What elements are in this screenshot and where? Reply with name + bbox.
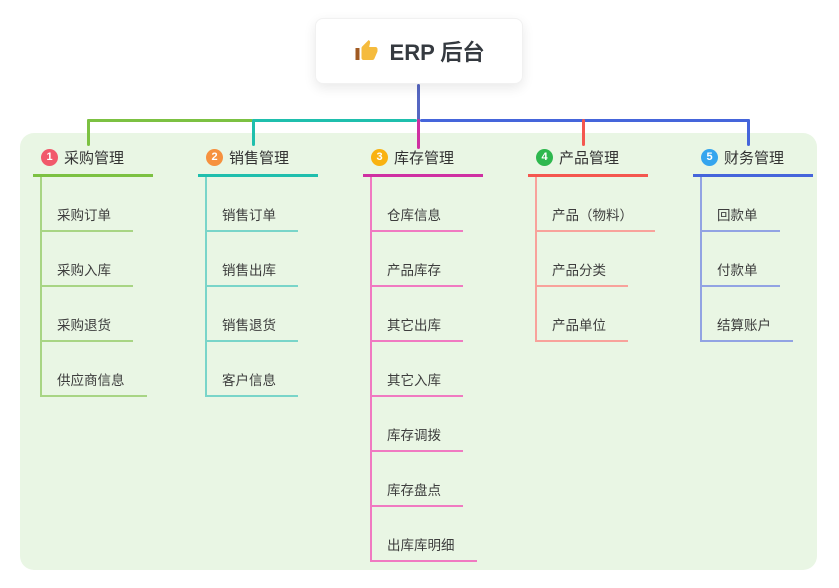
branch-children: 回款单付款单结算账户 bbox=[700, 177, 839, 342]
child-node[interactable]: 供应商信息 bbox=[42, 369, 147, 397]
child-row: 回款单 bbox=[702, 177, 839, 232]
connector-line bbox=[252, 119, 417, 122]
child-row: 采购退货 bbox=[42, 287, 193, 342]
branch-header-5[interactable]: 5 财务管理 bbox=[693, 147, 813, 177]
child-node[interactable]: 付款单 bbox=[702, 259, 780, 287]
child-row: 采购订单 bbox=[42, 177, 193, 232]
branch-number-badge: 1 bbox=[41, 149, 58, 166]
branch-number-badge: 5 bbox=[701, 149, 718, 166]
connector-line bbox=[582, 119, 585, 146]
child-row: 产品单位 bbox=[537, 287, 688, 342]
child-node[interactable]: 采购入库 bbox=[42, 259, 133, 287]
child-row: 其它出库 bbox=[372, 287, 523, 342]
branch-label: 销售管理 bbox=[229, 150, 290, 167]
child-node[interactable]: 产品单位 bbox=[537, 314, 628, 342]
child-node[interactable]: 出库库明细 bbox=[372, 534, 477, 562]
branch-4: 4 产品管理产品（物料） 产品分类产品单位 bbox=[528, 147, 688, 342]
branch-label: 采购管理 bbox=[64, 150, 125, 167]
child-node[interactable]: 仓库信息 bbox=[372, 204, 463, 232]
branch-label: 产品管理 bbox=[559, 150, 620, 167]
branch-header-3[interactable]: 3 库存管理 bbox=[363, 147, 483, 177]
child-row: 库存盘点 bbox=[372, 452, 523, 507]
branch-number-badge: 2 bbox=[206, 149, 223, 166]
connector-line bbox=[420, 119, 750, 122]
child-row: 客户信息 bbox=[207, 342, 358, 397]
child-row: 仓库信息 bbox=[372, 177, 523, 232]
branch-label: 库存管理 bbox=[394, 150, 455, 167]
child-node[interactable]: 产品分类 bbox=[537, 259, 628, 287]
child-node[interactable]: 回款单 bbox=[702, 204, 780, 232]
child-row: 付款单 bbox=[702, 232, 839, 287]
child-node[interactable]: 其它入库 bbox=[372, 369, 463, 397]
branch-number-badge: 3 bbox=[371, 149, 388, 166]
child-node[interactable]: 库存盘点 bbox=[372, 479, 463, 507]
connector-line bbox=[252, 119, 255, 146]
connector-line bbox=[747, 119, 750, 146]
child-node[interactable]: 其它出库 bbox=[372, 314, 463, 342]
child-node[interactable]: 销售出库 bbox=[207, 259, 298, 287]
thumbs-up-icon bbox=[354, 39, 379, 63]
child-row: 库存调拨 bbox=[372, 397, 523, 452]
child-row: 产品库存 bbox=[372, 232, 523, 287]
child-node[interactable]: 产品库存 bbox=[372, 259, 463, 287]
child-row: 结算账户 bbox=[702, 287, 839, 342]
root-node-label: ERP 后台 bbox=[389, 40, 485, 65]
branches-panel bbox=[20, 133, 817, 570]
child-row: 销售订单 bbox=[207, 177, 358, 232]
child-node[interactable]: 产品（物料） bbox=[537, 204, 655, 232]
child-node[interactable]: 客户信息 bbox=[207, 369, 298, 397]
child-node[interactable]: 销售订单 bbox=[207, 204, 298, 232]
branch-1: 1 采购管理采购订单采购入库采购退货供应商信息 bbox=[33, 147, 193, 397]
connector-line bbox=[87, 119, 253, 122]
branch-number-badge: 4 bbox=[536, 149, 553, 166]
branch-children: 销售订单销售出库销售退货客户信息 bbox=[205, 177, 358, 397]
child-node[interactable]: 采购退货 bbox=[42, 314, 133, 342]
child-node[interactable]: 销售退货 bbox=[207, 314, 298, 342]
child-row: 其它入库 bbox=[372, 342, 523, 397]
branch-children: 仓库信息产品库存其它出库其它入库库存调拨库存盘点出库库明细 bbox=[370, 177, 523, 562]
branch-header-1[interactable]: 1 采购管理 bbox=[33, 147, 153, 177]
branch-children: 产品（物料） 产品分类产品单位 bbox=[535, 177, 688, 342]
branch-label: 财务管理 bbox=[724, 150, 785, 167]
child-row: 出库库明细 bbox=[372, 507, 523, 562]
branch-2: 2 销售管理销售订单销售出库销售退货客户信息 bbox=[198, 147, 358, 397]
child-row: 销售出库 bbox=[207, 232, 358, 287]
root-node[interactable]: ERP 后台 bbox=[315, 18, 523, 84]
branch-3: 3 库存管理仓库信息产品库存其它出库其它入库库存调拨库存盘点出库库明细 bbox=[363, 147, 523, 562]
branch-header-2[interactable]: 2 销售管理 bbox=[198, 147, 318, 177]
child-row: 产品（物料） bbox=[537, 177, 688, 232]
branch-children: 采购订单采购入库采购退货供应商信息 bbox=[40, 177, 193, 397]
child-row: 产品分类 bbox=[537, 232, 688, 287]
child-row: 销售退货 bbox=[207, 287, 358, 342]
connector-line bbox=[417, 119, 420, 149]
child-node[interactable]: 结算账户 bbox=[702, 314, 793, 342]
branch-header-4[interactable]: 4 产品管理 bbox=[528, 147, 648, 177]
child-row: 采购入库 bbox=[42, 232, 193, 287]
connector-line bbox=[417, 84, 420, 121]
branch-5: 5 财务管理回款单付款单结算账户 bbox=[693, 147, 839, 342]
child-row: 供应商信息 bbox=[42, 342, 193, 397]
child-node[interactable]: 库存调拨 bbox=[372, 424, 463, 452]
connector-line bbox=[87, 119, 90, 146]
child-node[interactable]: 采购订单 bbox=[42, 204, 133, 232]
